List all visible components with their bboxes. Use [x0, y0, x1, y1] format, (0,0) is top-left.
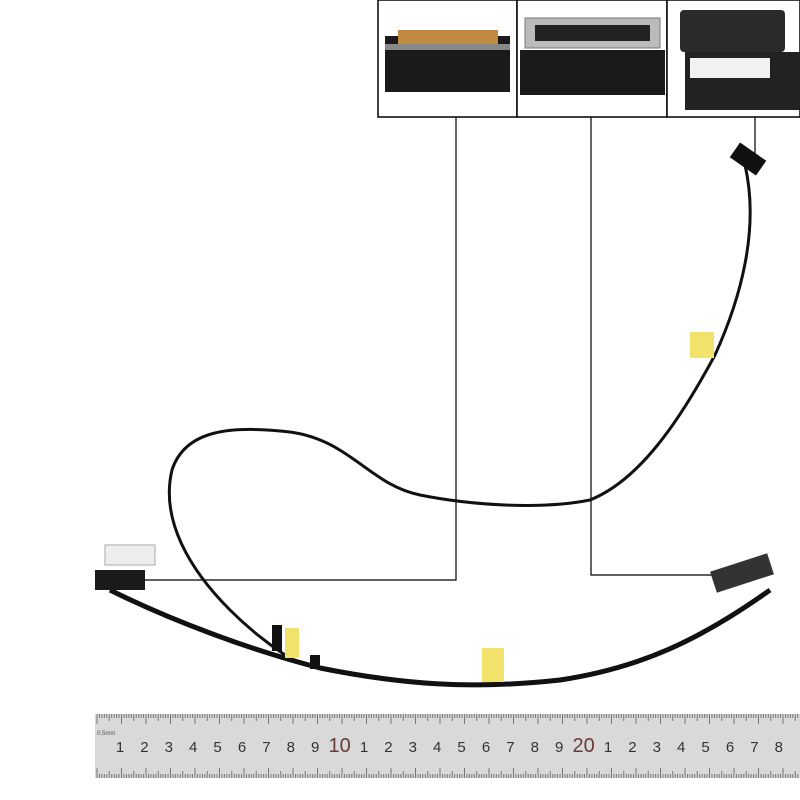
ruler-label: 2 [140, 739, 148, 756]
ruler-label: 7 [262, 739, 270, 756]
ruler-label: 7 [750, 739, 758, 756]
thin-cable [167, 164, 752, 657]
clip [272, 625, 282, 651]
ruler-label: 1 [360, 739, 368, 756]
ruler-label: 3 [653, 739, 661, 756]
label-sticker [104, 544, 156, 566]
tape-middle [482, 648, 504, 682]
ruler-label: 8 [531, 739, 539, 756]
ruler-label: 2 [628, 739, 636, 756]
ruler-label: 6 [238, 739, 246, 756]
inset-panel-right [666, 0, 800, 118]
ruler-label: 6 [726, 739, 734, 756]
ruler-label: 5 [213, 739, 221, 756]
connector-left [95, 570, 145, 590]
ruler-label: 5 [457, 739, 465, 756]
ruler-label: 6 [482, 739, 490, 756]
ruler-unit-top: 0.5mm [97, 731, 115, 737]
ruler-label: 4 [189, 739, 197, 756]
inset-panel-middle [516, 0, 668, 118]
tape-left [285, 628, 299, 658]
ruler-label: 8 [287, 739, 295, 756]
ruler-label: 10 [328, 735, 350, 757]
ruler-label: 3 [165, 739, 173, 756]
ruler-label: 7 [506, 739, 514, 756]
ruler-label: 9 [311, 739, 319, 756]
ruler-label: 5 [701, 739, 709, 756]
inset-panel-left [377, 0, 518, 118]
callout-lines [130, 117, 756, 581]
tape-top [690, 332, 714, 358]
ruler-label: 9 [555, 739, 563, 756]
ruler-label: 8 [775, 739, 783, 756]
ruler-label: 4 [433, 739, 441, 756]
connector-right [710, 553, 774, 593]
connector-top [729, 142, 767, 176]
ruler-label: 1 [116, 739, 124, 756]
ruler-label: 4 [677, 739, 685, 756]
ruler-label: 2 [384, 739, 392, 756]
ruler-label: 3 [409, 739, 417, 756]
clip [310, 655, 320, 669]
ruler-label: 20 [572, 735, 594, 757]
main-cable [108, 587, 772, 688]
ruler-label: 1 [604, 739, 612, 756]
